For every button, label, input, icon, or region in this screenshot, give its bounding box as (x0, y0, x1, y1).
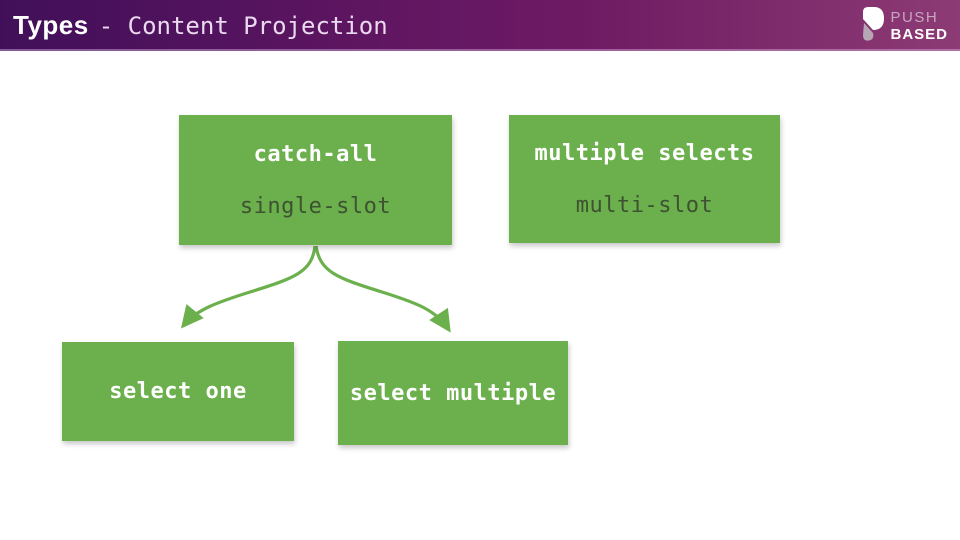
page-title-keyword: Types (13, 10, 89, 40)
header-bar: Types - Content Projection PUSH BASED (0, 0, 960, 51)
node-sublabel: multi-slot (575, 192, 714, 218)
arrow-to-select-one (180, 245, 317, 329)
node-label: select one (109, 379, 247, 404)
logo-line-push: PUSH (890, 9, 939, 26)
page-title: Types - Content Projection (13, 10, 388, 41)
node-sublabel: single-slot (239, 193, 392, 219)
page-title-rest: - Content Projection (98, 12, 388, 40)
node-multiple-selects: multiple selects multi-slot (509, 115, 780, 243)
node-catch-all: catch-all single-slot (179, 115, 452, 245)
node-label: select multiple (349, 380, 557, 406)
node-select-multiple: select multiple (338, 341, 568, 445)
node-select-one: select one (62, 342, 294, 441)
push-based-logo-text: PUSH BASED (890, 10, 948, 42)
logo-line-based: BASED (890, 26, 948, 43)
push-based-logo-icon (863, 7, 885, 41)
arrow-to-select-multiple (314, 245, 451, 333)
push-based-logo: PUSH BASED (859, 6, 948, 46)
node-label: catch-all (253, 141, 378, 167)
node-label: multiple selects (534, 140, 755, 166)
